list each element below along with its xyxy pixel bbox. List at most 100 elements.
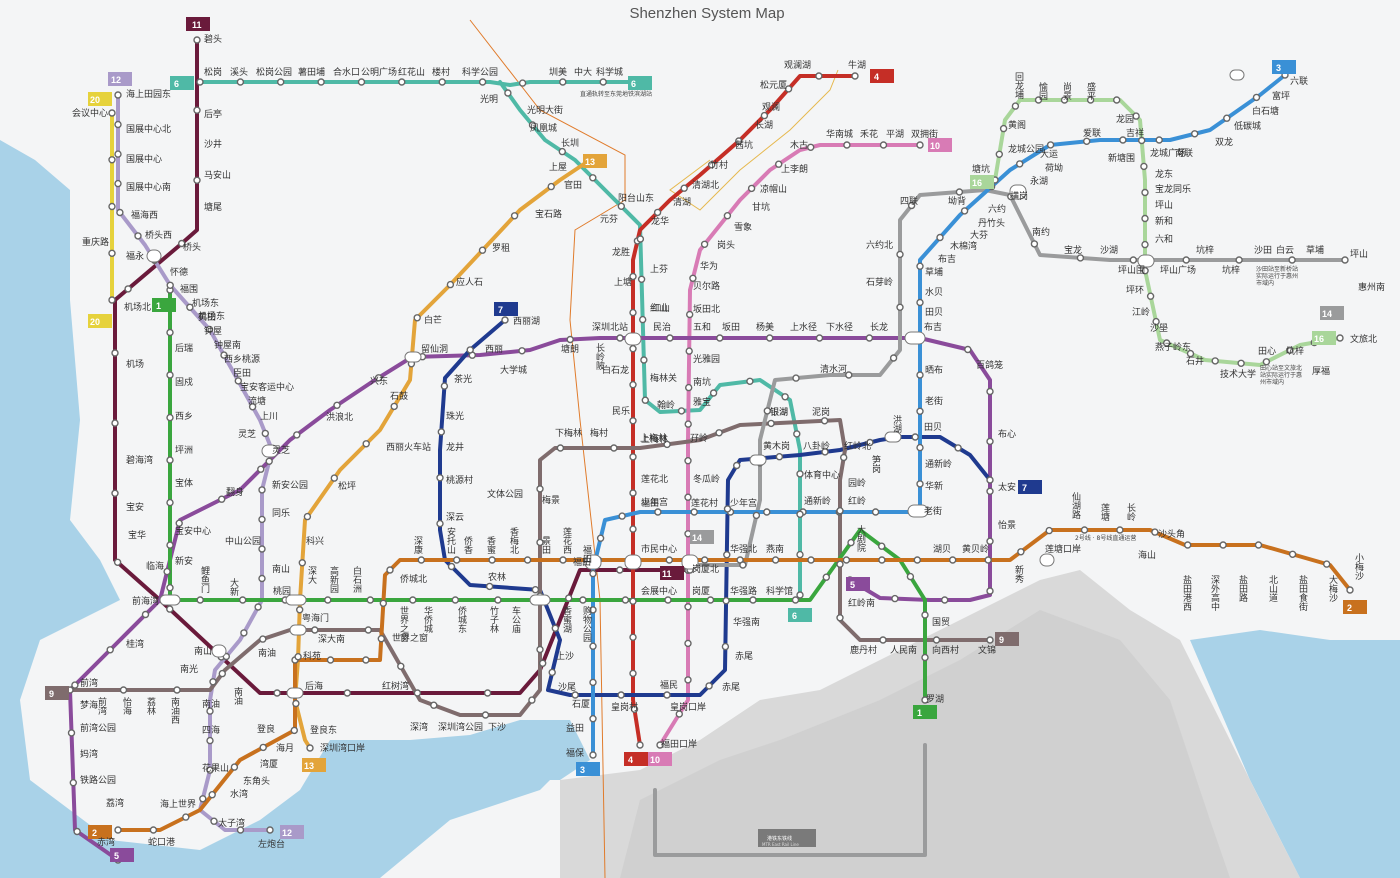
station-label[interactable]: 钟屋	[204, 325, 222, 337]
station-dot[interactable]	[248, 403, 257, 411]
station-dot[interactable]	[596, 534, 605, 542]
station-dot[interactable]	[684, 676, 692, 684]
station-dot[interactable]	[377, 635, 385, 643]
station-label[interactable]: 沙井	[204, 138, 222, 150]
station-label[interactable]: 赤湾	[97, 836, 115, 848]
station-dot[interactable]	[566, 335, 574, 344]
station-dot[interactable]	[362, 440, 370, 448]
station-dot[interactable]	[653, 208, 662, 217]
station-dot[interactable]	[257, 465, 265, 473]
station-dot[interactable]	[916, 407, 924, 415]
station-dot[interactable]	[822, 573, 830, 581]
station-label[interactable]: 老街	[925, 395, 943, 407]
station-dot[interactable]	[108, 109, 116, 117]
station-label[interactable]: 洪湖	[891, 414, 902, 434]
station-label[interactable]: 燕子岭东	[1155, 341, 1191, 353]
station-dot[interactable]	[630, 705, 639, 713]
station-dot[interactable]	[771, 556, 780, 564]
station-dot[interactable]	[666, 334, 674, 342]
station-dot[interactable]	[1016, 160, 1024, 168]
station-dot[interactable]	[1141, 214, 1149, 223]
station-dot[interactable]	[1254, 541, 1263, 549]
station-label[interactable]: 上沙	[556, 651, 574, 662]
station-dot[interactable]	[528, 696, 536, 704]
station-dot[interactable]	[815, 72, 823, 80]
station-label[interactable]: 厚福	[1312, 365, 1330, 377]
station-dot[interactable]	[261, 429, 269, 438]
station-dot[interactable]	[1190, 130, 1199, 138]
station-label[interactable]: 桃园	[273, 585, 291, 597]
station-label[interactable]: 富坪	[1272, 90, 1290, 102]
station-label[interactable]: 仙湖路	[1070, 491, 1081, 520]
station-label[interactable]: 清湖北	[692, 179, 719, 191]
station-label[interactable]: 梦海	[80, 699, 98, 711]
station-label[interactable]: 赤尾	[735, 651, 753, 662]
station-dot[interactable]	[1129, 256, 1138, 264]
station-label[interactable]: 赤尾	[722, 682, 740, 693]
station-dot[interactable]	[1116, 526, 1124, 534]
station-dot[interactable]	[1132, 112, 1140, 120]
station-label[interactable]: 雪象	[734, 221, 752, 233]
station-label[interactable]: 宝华	[128, 529, 146, 541]
station-dot[interactable]	[149, 826, 158, 834]
station-dot[interactable]	[488, 556, 496, 564]
station-dot[interactable]	[675, 710, 683, 718]
station-dot[interactable]	[1082, 137, 1091, 146]
station-label[interactable]: 机场北	[124, 301, 151, 313]
station-dot[interactable]	[163, 567, 171, 576]
station-label[interactable]: 园岭	[848, 477, 866, 489]
station-label[interactable]: 机场东	[198, 310, 225, 322]
station-dot[interactable]	[709, 389, 718, 397]
station-dot[interactable]	[879, 636, 887, 644]
station-dot[interactable]	[481, 711, 490, 719]
station-label[interactable]: 车公庙	[510, 605, 521, 634]
station-dot[interactable]	[907, 201, 916, 210]
station-dot[interactable]	[792, 374, 800, 382]
station-dot[interactable]	[579, 596, 587, 604]
station-dot[interactable]	[1219, 541, 1227, 549]
station-label[interactable]: 前湾公园	[80, 722, 116, 734]
station-label[interactable]: 桥头	[183, 241, 201, 253]
station-dot[interactable]	[715, 429, 723, 437]
station-dot[interactable]	[1322, 560, 1331, 568]
station-dot[interactable]	[746, 377, 754, 385]
station-dot[interactable]	[166, 281, 174, 289]
station-dot[interactable]	[916, 480, 924, 488]
station-label[interactable]: 碧海湾	[126, 454, 153, 466]
station-label[interactable]: 楼村	[432, 66, 450, 78]
station-dot[interactable]	[949, 556, 957, 564]
station-dot[interactable]	[108, 249, 116, 258]
station-dot[interactable]	[290, 726, 298, 735]
station-label[interactable]: 松元厦	[760, 79, 787, 91]
station-label[interactable]: 华强北	[730, 543, 757, 555]
station-label[interactable]: 太安	[998, 481, 1016, 493]
station-label[interactable]: 科苑	[303, 650, 321, 662]
station-dot[interactable]	[330, 474, 338, 482]
station-dot[interactable]	[536, 485, 544, 493]
station-label[interactable]: 益田	[566, 722, 584, 734]
station-label[interactable]: 宝体	[175, 477, 193, 489]
station-dot[interactable]	[390, 402, 398, 411]
station-label[interactable]: 六和	[1155, 233, 1173, 245]
station-dot[interactable]	[866, 438, 874, 447]
station-label[interactable]: 惠州南	[1358, 281, 1385, 293]
station-label[interactable]: 留仙洞	[421, 343, 448, 355]
station-dot[interactable]	[1262, 358, 1271, 366]
station-label[interactable]: 华新	[925, 480, 943, 492]
station-label[interactable]: 新秀	[1013, 564, 1024, 584]
station-label[interactable]: 松岗	[204, 66, 222, 78]
station-dot[interactable]	[478, 246, 487, 254]
station-label[interactable]: 湾厦	[260, 758, 278, 770]
station-dot[interactable]	[240, 629, 248, 637]
station-label[interactable]: 南油	[202, 698, 220, 710]
station-dot[interactable]	[878, 542, 886, 550]
station-dot[interactable]	[357, 78, 366, 86]
station-dot[interactable]	[236, 78, 245, 86]
station-dot[interactable]	[478, 78, 487, 86]
station-label[interactable]: 黄木岗	[763, 440, 790, 452]
station-dot[interactable]	[700, 240, 709, 249]
station-label[interactable]: 禾花	[860, 128, 878, 140]
station-dot[interactable]	[760, 111, 769, 120]
station-label[interactable]: 钟屋南	[214, 339, 241, 351]
station-label[interactable]: 海月	[276, 742, 294, 754]
